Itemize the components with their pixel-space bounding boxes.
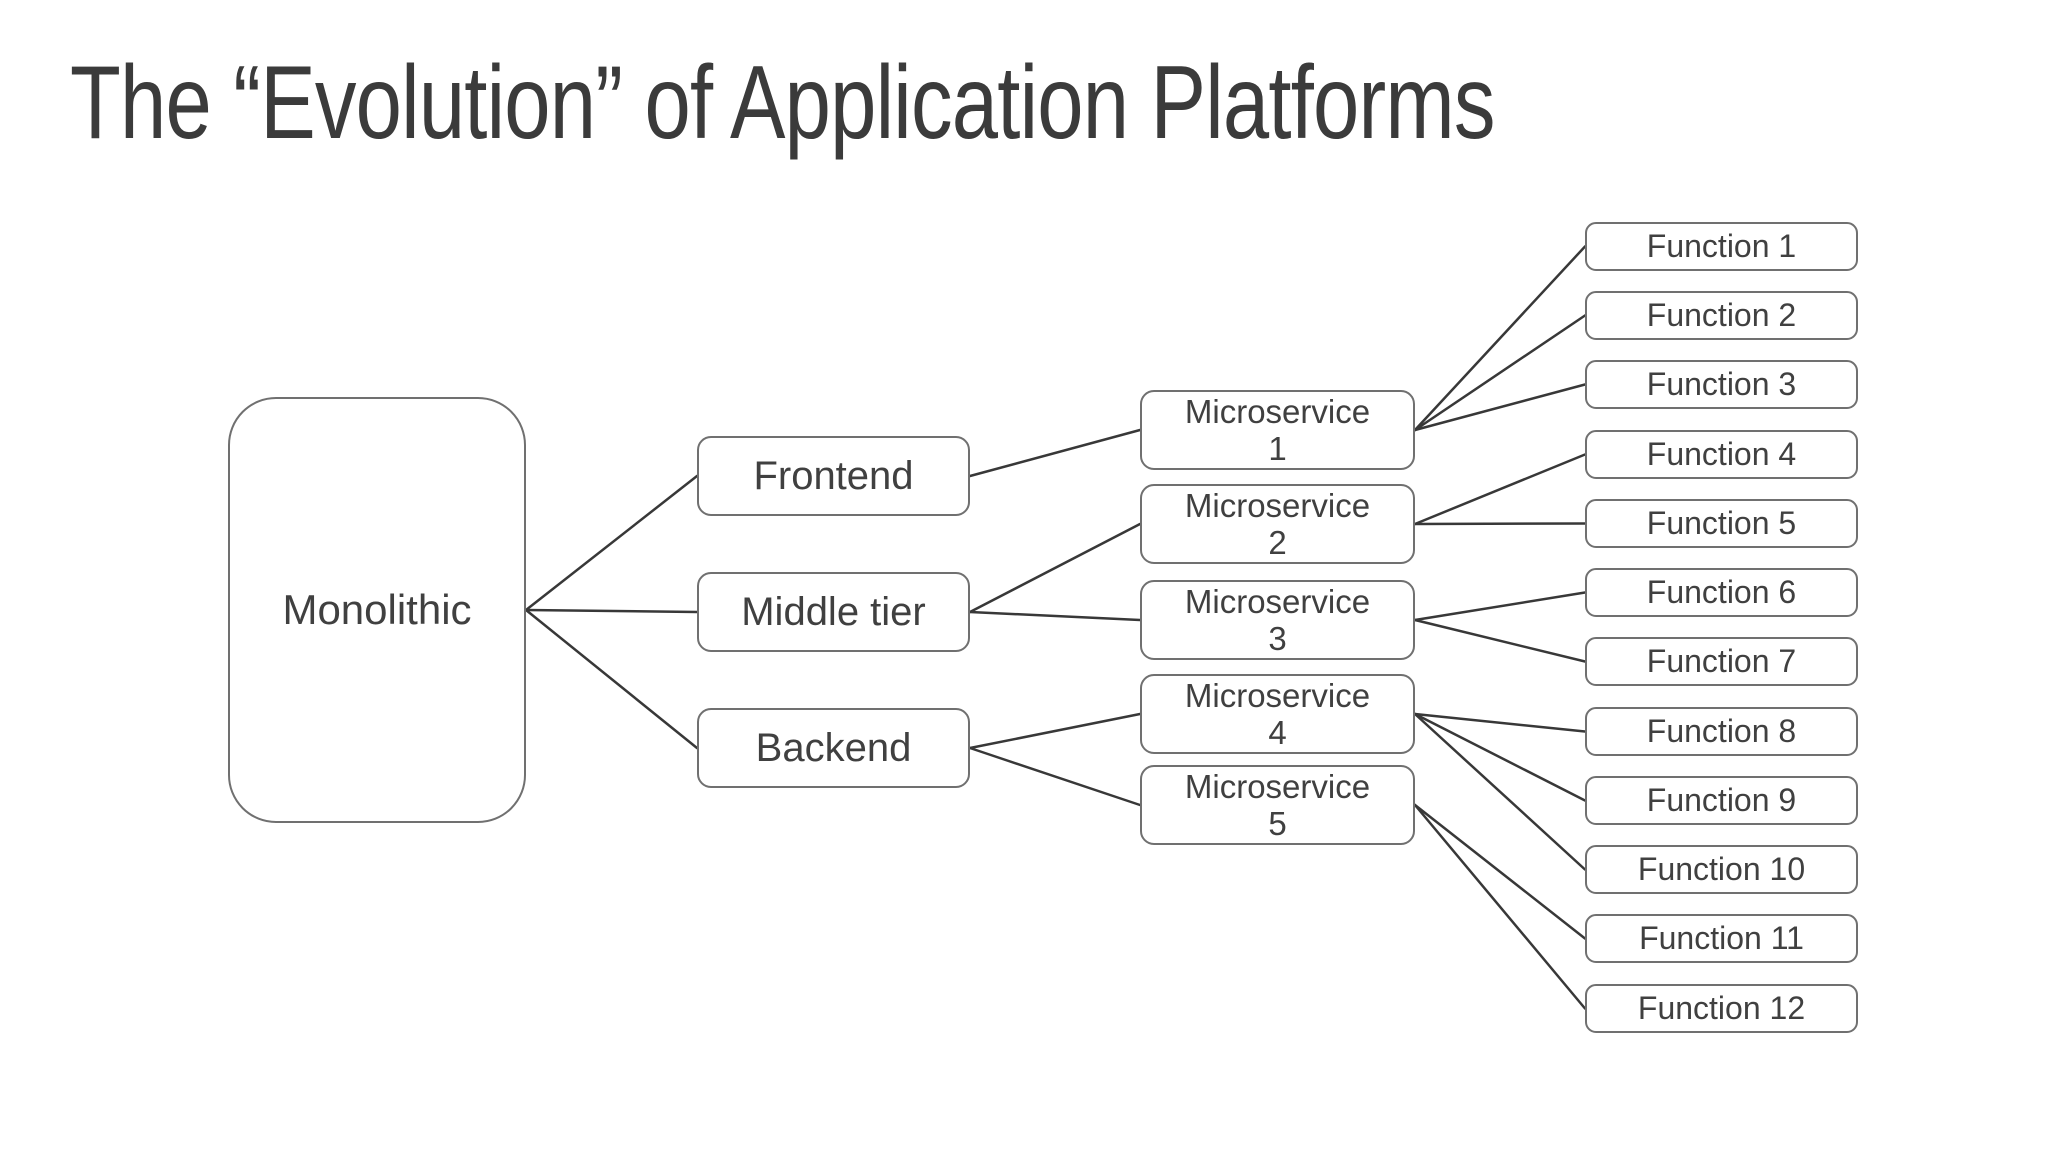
diagram-node-backend: Backend: [697, 708, 970, 788]
connector-backend-ms4: [968, 712, 1142, 750]
node-label: Frontend: [753, 453, 914, 498]
node-label: Function 10: [1637, 851, 1806, 887]
node-label: Function 6: [1646, 574, 1797, 610]
node-label-line2: 5: [1268, 805, 1287, 842]
connector-ms1-f3: [1413, 383, 1587, 432]
diagram-node-function-8: Function 8: [1585, 707, 1858, 756]
connector-ms3-f7: [1413, 618, 1587, 663]
diagram-node-function-3: Function 3: [1585, 360, 1858, 409]
diagram-node-microservice-5: Microservice 5: [1140, 765, 1415, 845]
diagram-node-microservice-1: Microservice 1: [1140, 390, 1415, 470]
diagram-node-microservice-4: Microservice 4: [1140, 674, 1415, 754]
node-label: Monolithic: [282, 586, 472, 633]
connector-ms2-f4: [1413, 453, 1587, 526]
diagram-node-function-10: Function 10: [1585, 845, 1858, 894]
node-label-line1: Microservice: [1184, 768, 1371, 805]
diagram-node-microservice-3: Microservice 3: [1140, 580, 1415, 660]
connector-ms1-f2: [1413, 314, 1587, 432]
connector-ms5-f12: [1413, 803, 1587, 1010]
diagram-node-monolithic: Monolithic: [228, 397, 526, 823]
slide-title: The “Evolution” of Application Platforms: [70, 45, 1496, 161]
node-label-line2: 2: [1268, 524, 1287, 561]
diagram-node-function-6: Function 6: [1585, 568, 1858, 617]
node-label-line1: Microservice: [1184, 583, 1371, 620]
connector-ms4-f8: [1413, 712, 1587, 733]
node-label-line2: 1: [1268, 430, 1287, 467]
node-label: Function 7: [1646, 643, 1797, 679]
diagram-node-function-12: Function 12: [1585, 984, 1858, 1033]
diagram-node-function-4: Function 4: [1585, 430, 1858, 479]
connector-ms2-f5: [1413, 522, 1587, 526]
node-label-line1: Microservice: [1184, 677, 1371, 714]
diagram-node-microservice-2: Microservice 2: [1140, 484, 1415, 564]
node-label: Function 5: [1646, 505, 1797, 541]
node-label: Function 3: [1646, 366, 1797, 402]
diagram-node-function-9: Function 9: [1585, 776, 1858, 825]
connector-ms1-f1: [1413, 245, 1587, 432]
diagram-node-function-7: Function 7: [1585, 637, 1858, 686]
node-label: Function 4: [1646, 436, 1797, 472]
node-label-line2: 3: [1268, 620, 1287, 657]
node-label: Function 2: [1646, 297, 1797, 333]
connector-middle-ms3: [968, 610, 1142, 622]
connector-ms4-f9: [1413, 712, 1587, 802]
node-label: Function 11: [1639, 920, 1804, 956]
node-label: Function 1: [1646, 228, 1797, 264]
node-label: Function 9: [1646, 782, 1797, 818]
diagram-node-function-11: Function 11: [1585, 914, 1858, 963]
connector-ms3-f6: [1413, 591, 1587, 622]
diagram-node-middle-tier: Middle tier: [697, 572, 970, 652]
connector-middle-ms2: [968, 522, 1142, 614]
diagram-node-function-1: Function 1: [1585, 222, 1858, 271]
connector-monolithic-frontend: [524, 474, 699, 612]
node-label-line1: Microservice: [1184, 487, 1371, 524]
connector-monolithic-backend: [524, 608, 699, 750]
node-label-line1: Microservice: [1184, 393, 1371, 430]
connector-frontend-ms1: [968, 428, 1142, 478]
node-label: Middle tier: [741, 589, 926, 634]
diagram-node-frontend: Frontend: [697, 436, 970, 516]
connector-ms4-f10: [1413, 712, 1587, 871]
node-label: Function 12: [1637, 990, 1806, 1026]
diagram-node-function-5: Function 5: [1585, 499, 1858, 548]
connector-monolithic-middle: [524, 608, 699, 614]
node-label-line2: 4: [1268, 714, 1287, 751]
node-label: Function 8: [1646, 713, 1797, 749]
diagram-node-function-2: Function 2: [1585, 291, 1858, 340]
connector-ms5-f11: [1413, 803, 1587, 940]
connector-backend-ms5: [968, 746, 1142, 807]
node-label: Backend: [755, 725, 912, 770]
